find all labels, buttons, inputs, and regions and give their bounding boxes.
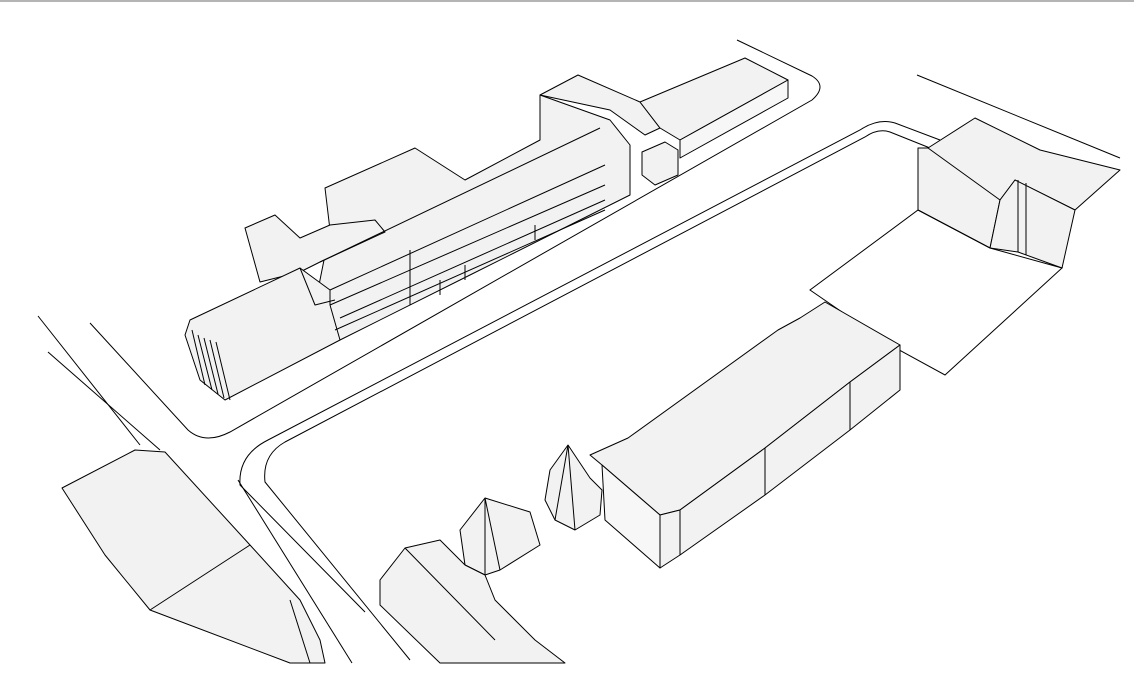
building-northeast[interactable] bbox=[809, 117, 1121, 376]
roads bbox=[37, 39, 1121, 664]
building-east-block[interactable] bbox=[589, 301, 901, 569]
road-edge-west bbox=[37, 315, 141, 446]
building-southwest[interactable] bbox=[61, 449, 326, 664]
block-edge-outer bbox=[239, 121, 941, 613]
road-edge-west-2 bbox=[47, 351, 161, 451]
road-edge-south bbox=[237, 479, 353, 664]
road-edge-north bbox=[89, 39, 821, 439]
viewport-top-border bbox=[0, 0, 1134, 2]
building-north-slab[interactable] bbox=[184, 57, 789, 401]
building-south-gabled[interactable] bbox=[379, 444, 603, 664]
courtyard-outline bbox=[809, 209, 1064, 376]
block-edge-inner bbox=[264, 130, 931, 661]
road-edge-northeast bbox=[916, 74, 1121, 159]
